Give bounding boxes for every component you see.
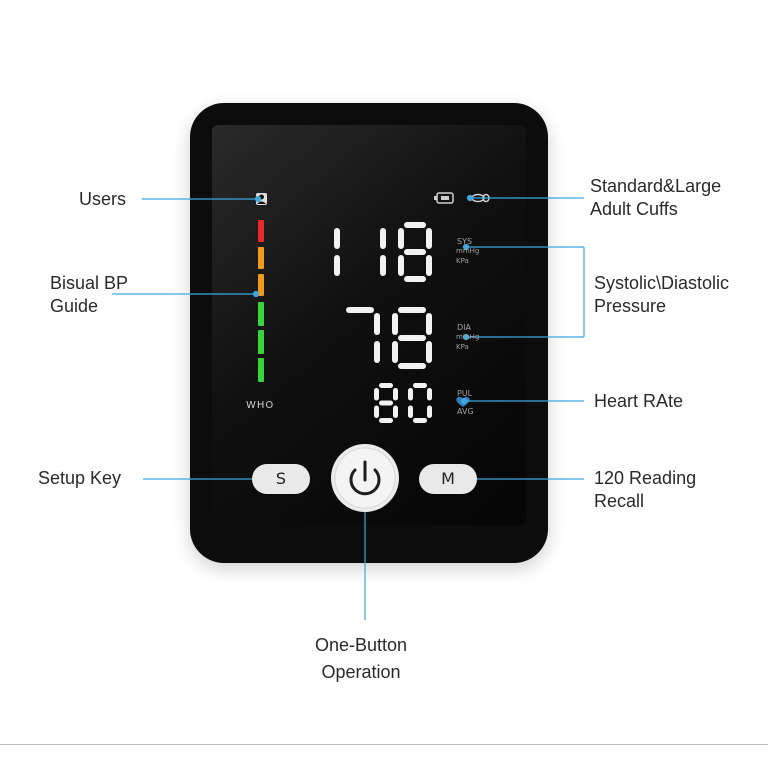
blood-pressure-monitor: [190, 103, 548, 563]
bp-guide-bars: [258, 220, 264, 382]
battery-icon: [434, 192, 454, 204]
seven-segment-readings: [334, 222, 432, 423]
diastolic-reading-digit: [392, 307, 432, 369]
guide-bar-green: [258, 330, 264, 354]
dia-unit-mmhg: mmHg: [456, 333, 480, 341]
guide-bar-orange: [258, 247, 264, 269]
pul-label: PUL: [457, 389, 473, 398]
systolic-reading-digit: [398, 222, 432, 282]
guide-bar-green: [258, 358, 264, 382]
setup-button[interactable]: S: [252, 464, 310, 494]
pulse-reading-digit: [408, 383, 432, 423]
diastolic-reading-digit: [346, 307, 380, 363]
label-cuffs: Standard&Large Adult Cuffs: [590, 176, 722, 219]
sys-unit-mmhg: mmHg: [456, 247, 480, 255]
systolic-reading-digit: [334, 228, 340, 276]
label-recall: 120 Reading Recall: [594, 468, 697, 511]
label-one-button: One-Button Operation: [314, 635, 408, 682]
label-pressure: Systolic\Diastolic Pressure: [594, 273, 730, 316]
guide-bar-green: [258, 302, 264, 326]
memory-button[interactable]: M: [419, 464, 477, 494]
power-button[interactable]: [331, 444, 399, 512]
systolic-reading-digit: [380, 228, 386, 276]
label-users: Users: [79, 189, 127, 209]
label-setup-key: Setup Key: [38, 468, 122, 488]
avg-label: AVG: [457, 407, 474, 416]
dia-label: DIA: [457, 323, 471, 332]
power-icon: [349, 460, 381, 496]
label-heart-rate: Heart RAte: [594, 391, 684, 411]
sys-label: SYS: [457, 237, 473, 246]
pulse-reading-digit: [374, 383, 398, 423]
guide-bar-red: [258, 220, 264, 242]
label-bp-guide: Bisual BP Guide: [50, 273, 129, 316]
callout-lines: [112, 194, 585, 620]
dia-unit-kpa: KPa: [456, 343, 469, 351]
who-label: WHO: [246, 400, 275, 411]
guide-bar-orange: [258, 274, 264, 296]
sys-unit-kpa: KPa: [456, 257, 469, 265]
divider: [0, 744, 768, 745]
